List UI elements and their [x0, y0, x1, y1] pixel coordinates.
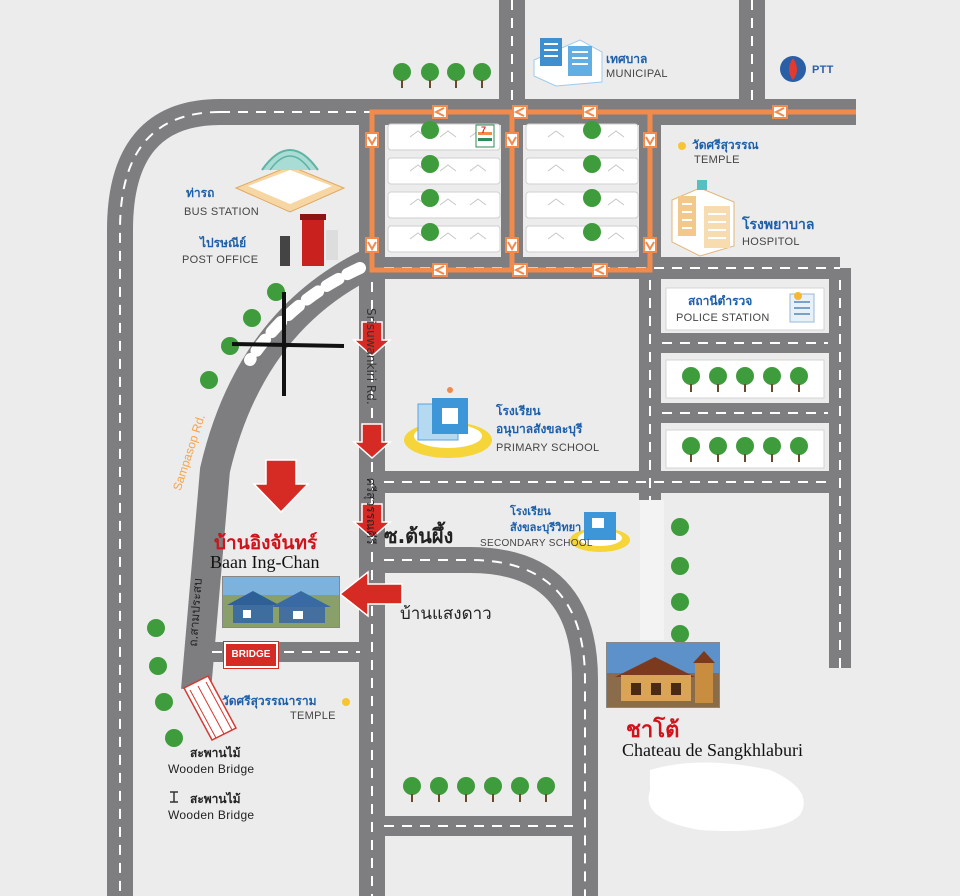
market-stall-lines: [409, 130, 625, 240]
primary-school-label-en: PRIMARY SCHOOL: [496, 442, 600, 454]
chateau-photo[interactable]: [606, 642, 720, 708]
blank-patch: [648, 762, 804, 831]
secondary-school-label-th2: สังขละบุรีวิทยา: [510, 522, 582, 534]
temple-top-dot: [678, 142, 686, 150]
bridge-badge: BRIDGE: [224, 642, 278, 668]
temple-bottom-label-th: วัดศรีสุวรรณาราม: [222, 694, 317, 708]
hospital-label-en: HOSPITOL: [742, 236, 800, 248]
temple-top-label-en: TEMPLE: [694, 154, 740, 166]
red-pointer-arrows: [252, 321, 403, 618]
police-building-icon: [789, 292, 815, 323]
ptt-label: PTT: [812, 64, 834, 76]
hospital-icon: [671, 180, 735, 257]
chateau-label-en: Chateau de Sangkhlaburi: [622, 740, 803, 760]
market-stalls: [387, 123, 639, 253]
police-station-label-th: สถานีตำรวจ: [688, 294, 753, 308]
soi-ton-phueng-label: ซ.ต้นผึ้ง: [384, 524, 454, 548]
srisuwankiri-road-label-th: ศรีสุวรรณคีรี: [364, 478, 378, 545]
sampasop-highlight: [244, 262, 366, 366]
baan-ing-chan-photo-image: [223, 577, 339, 627]
bus-station-icon: [234, 149, 346, 213]
baan-ing-chan-label-en: Baan Ing-Chan: [210, 552, 320, 572]
baan-saeng-dao-label: บ้านแสงดาว: [400, 604, 492, 624]
temple-top-label-th: วัดศรีสุวรรณ: [692, 138, 759, 152]
temple-bottom-label-en: TEMPLE: [290, 710, 336, 722]
wooden-bridge-small-icon: [170, 791, 178, 803]
chateau-label-th: ชาโต้: [626, 718, 680, 743]
route-arrows: [365, 105, 788, 277]
secondary-school-icon: [570, 512, 630, 552]
trees: [147, 63, 808, 795]
srisuwankiri-road-label-en: Srisuwankiri Rd.: [364, 308, 378, 405]
seven-eleven-text: 7: [481, 125, 487, 135]
wooden-bridge-1-label-en: Wooden Bridge: [168, 762, 255, 776]
police-station-label-en: POLICE STATION: [676, 312, 770, 324]
municipal-label-en: MUNICIPAL: [606, 68, 668, 80]
blocked-road-cross: [231, 292, 345, 396]
post-box-icon: [280, 214, 338, 266]
temple-bottom-dot: [342, 698, 350, 706]
primary-school-icon: [404, 387, 492, 458]
tree-trunks: [401, 80, 800, 802]
hospital-label-th: โรงพยาบาล: [742, 216, 815, 232]
blank-strip: [640, 500, 664, 640]
baan-ing-chan-photo[interactable]: [222, 576, 340, 628]
post-office-label-en: POST OFFICE: [182, 254, 259, 266]
post-office-label-th: ไปรษณีย์: [200, 236, 247, 250]
municipal-building-icon: [533, 38, 603, 87]
secondary-school-label-th1: โรงเรียน: [510, 506, 551, 518]
wooden-bridge-2-label-en: Wooden Bridge: [168, 808, 255, 822]
seven-eleven-logo: [475, 124, 495, 148]
bus-station-label-th: ท่ารถ: [186, 186, 215, 200]
chateau-photo-image: [607, 643, 719, 707]
primary-school-label-th1: โรงเรียน: [496, 404, 541, 418]
wooden-bridge-icon: [182, 675, 238, 741]
wooden-bridge-1-label-th: สะพานไม้: [190, 746, 241, 760]
wooden-bridge-2-label-th: สะพานไม้: [190, 792, 241, 806]
ptt-logo-icon: [780, 56, 806, 82]
municipal-label-th: เทศบาล: [606, 52, 648, 66]
primary-school-label-th2: อนุบาลสังขละบุรี: [496, 422, 583, 436]
baan-ing-chan-label-th: บ้านอิงจันทร์: [214, 532, 318, 554]
secondary-school-label-en: SECONDARY SCHOOL: [480, 538, 593, 549]
bus-station-label-en: BUS STATION: [184, 206, 260, 218]
